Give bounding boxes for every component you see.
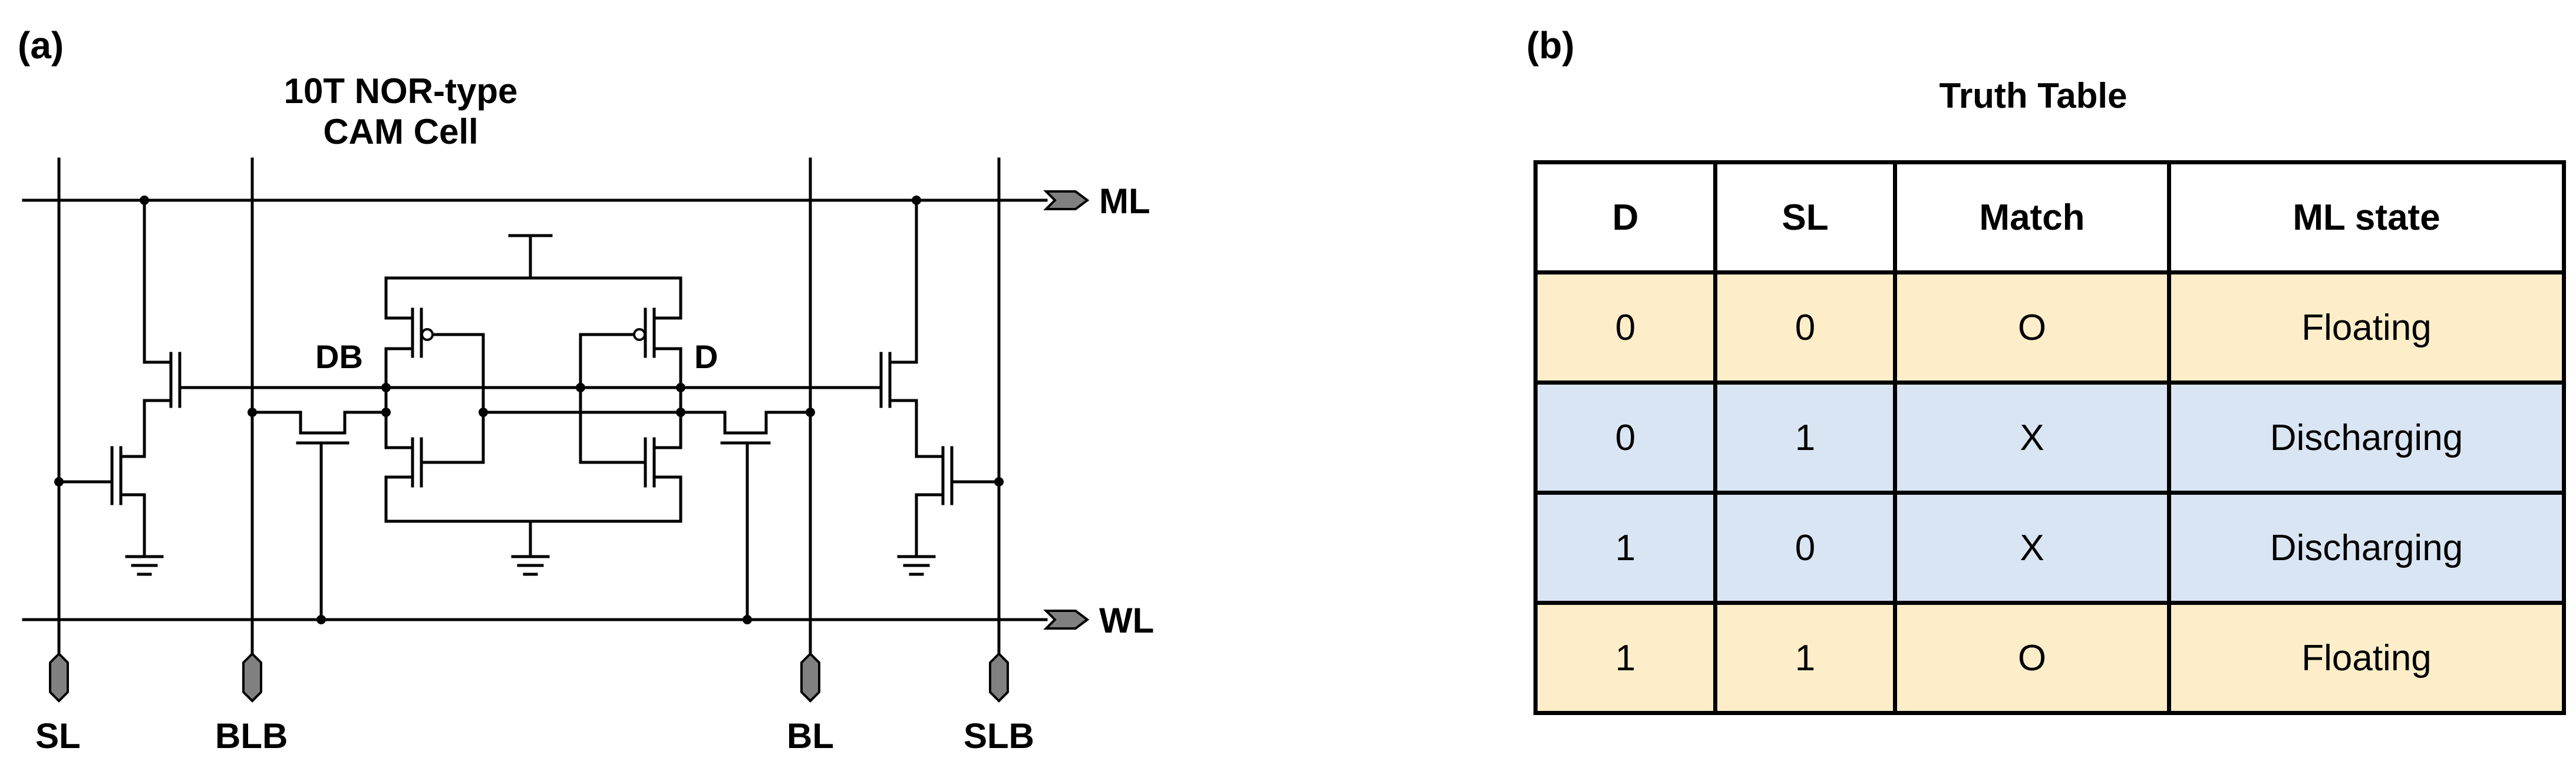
cell-d: 1 [1533,491,1717,605]
cell-ml-state: Discharging [2167,491,2566,605]
cell-sl: 0 [1713,491,1897,605]
cell-match: X [1893,380,2171,495]
slb-label: SLB [964,716,1034,756]
panel-a-label: (a) [18,24,64,67]
circuit-title: 10T NOR-type CAM Cell [283,71,518,151]
cell-ml-state: Floating [2167,601,2566,715]
header-sl: SL [1713,160,1897,274]
truth-table-title: Truth Table [1939,76,2128,115]
cell-d: 0 [1533,270,1717,385]
cell-d: 1 [1533,601,1717,715]
sl-label: SL [35,716,81,756]
cell-match: O [1893,601,2171,715]
bl-label: BL [787,716,834,756]
table-row: 0 0 O Floating [1533,270,2566,385]
blb-pin [242,652,262,703]
table-row: 1 1 O Floating [1533,601,2566,715]
cell-d: 0 [1533,380,1717,495]
sl-pin [49,652,69,703]
table-row: 0 1 X Discharging [1533,380,2566,495]
cell-match: X [1893,491,2171,605]
slb-pin [989,652,1009,703]
cell-sl: 1 [1713,601,1897,715]
cell-ml-state: Floating [2167,270,2566,385]
bl-pin [800,652,820,703]
ml-pin [1043,190,1090,210]
truth-table-header-row: D SL Match ML state [1533,160,2566,274]
db-node-label: DB [315,338,363,375]
wl-label: WL [1099,601,1154,640]
ml-label: ML [1099,181,1150,221]
header-ml-state: ML state [2167,160,2566,274]
d-node-label: D [694,338,718,375]
cell-ml-state: Discharging [2167,380,2566,495]
blb-label: BLB [215,716,288,756]
header-match: Match [1893,160,2171,274]
panel-b-label: (b) [1526,24,1575,67]
header-d: D [1533,160,1717,274]
wl-pin [1043,610,1090,630]
cam-cell-schematic: DB D ML WL SL BLB BL SLB [22,157,1154,756]
table-row: 1 0 X Discharging [1533,491,2566,605]
truth-table: D SL Match ML state 0 0 O Floating 0 1 X… [1533,160,2566,715]
cell-match: O [1893,270,2171,385]
cell-sl: 0 [1713,270,1897,385]
cell-sl: 1 [1713,380,1897,495]
